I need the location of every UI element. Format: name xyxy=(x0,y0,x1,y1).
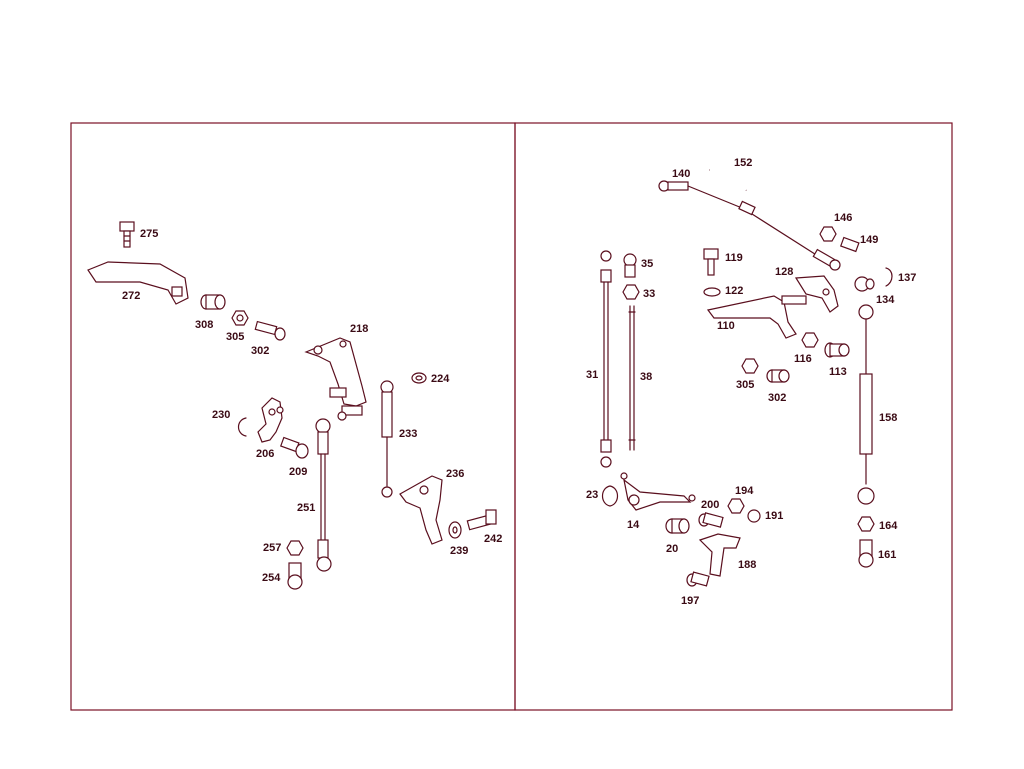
part-rod-38 xyxy=(628,305,636,451)
part-bushing-134 xyxy=(854,276,875,292)
part-bushing-20 xyxy=(665,518,690,534)
label-20: 20 xyxy=(666,543,678,555)
part-rod-251 xyxy=(315,418,332,572)
label-191: 191 xyxy=(765,510,783,522)
part-washer-122 xyxy=(703,287,721,297)
right-panel-labels: 152 140 146 149 35 119 128 137 33 122 13… xyxy=(586,157,916,607)
label-149: 149 xyxy=(860,234,878,246)
label-188: 188 xyxy=(738,559,756,571)
label-164: 164 xyxy=(879,520,898,532)
part-nut-164 xyxy=(857,516,875,532)
label-302-right: 302 xyxy=(768,392,786,404)
label-197: 197 xyxy=(681,595,699,607)
part-bushing-308 xyxy=(200,294,226,310)
part-socket-254 xyxy=(287,562,303,590)
label-122: 122 xyxy=(725,285,743,297)
label-134: 134 xyxy=(876,294,895,306)
label-23: 23 xyxy=(586,489,598,501)
label-113: 113 xyxy=(829,366,847,378)
label-194: 194 xyxy=(735,485,754,497)
part-nut-305-left xyxy=(231,310,249,326)
part-bracket-272 xyxy=(87,261,189,305)
label-110: 110 xyxy=(717,320,735,332)
label-119: 119 xyxy=(725,252,743,264)
part-bracket-188 xyxy=(698,533,741,577)
part-washer-191 xyxy=(747,509,761,523)
part-ball-35 xyxy=(623,253,637,278)
part-bolt-113 xyxy=(824,342,850,358)
part-lever-206 xyxy=(257,397,284,443)
part-hose-152 xyxy=(709,166,749,193)
left-panel-labels: 275 272 308 305 302 218 224 230 206 209 … xyxy=(122,228,502,584)
part-screw-302-left xyxy=(254,320,286,341)
part-bracket-110 xyxy=(706,295,807,339)
part-clip-224 xyxy=(411,372,427,384)
label-116: 116 xyxy=(794,353,812,365)
part-rod-140 xyxy=(658,180,841,271)
label-161: 161 xyxy=(878,549,896,561)
part-lever-128 xyxy=(794,275,839,313)
part-bolt-275 xyxy=(119,221,135,248)
part-screw-302-right xyxy=(766,369,790,383)
part-lever-14 xyxy=(620,472,696,511)
label-305-right: 305 xyxy=(736,379,754,391)
label-140: 140 xyxy=(672,168,690,180)
label-206: 206 xyxy=(256,448,274,460)
label-224: 224 xyxy=(431,373,450,385)
label-218: 218 xyxy=(350,323,368,335)
label-257: 257 xyxy=(263,542,281,554)
part-clip-23 xyxy=(601,485,619,507)
part-socket-161 xyxy=(858,539,874,568)
part-bolt-242 xyxy=(466,509,497,531)
label-254: 254 xyxy=(262,572,281,584)
label-146: 146 xyxy=(834,212,852,224)
part-clip-230 xyxy=(237,417,247,437)
label-38: 38 xyxy=(640,371,652,383)
part-clip-137 xyxy=(885,267,893,287)
label-33: 33 xyxy=(643,288,655,300)
right-panel-frame xyxy=(514,122,953,711)
label-302: 302 xyxy=(251,345,269,357)
part-nut-146 xyxy=(819,226,837,242)
label-137: 137 xyxy=(898,272,916,284)
label-272: 272 xyxy=(122,290,140,302)
label-305: 305 xyxy=(226,331,244,343)
label-233: 233 xyxy=(399,428,417,440)
label-35: 35 xyxy=(641,258,653,270)
part-washer-239 xyxy=(448,521,462,539)
part-damper-233 xyxy=(380,380,394,498)
label-251: 251 xyxy=(297,502,315,514)
part-bracket-236 xyxy=(399,475,443,545)
part-damper-158 xyxy=(857,304,875,505)
label-239: 239 xyxy=(450,545,468,557)
label-209: 209 xyxy=(289,466,307,478)
part-nut-305-right xyxy=(741,358,759,374)
label-242: 242 xyxy=(484,533,502,545)
left-panel-frame xyxy=(70,122,516,711)
part-nut-116 xyxy=(801,332,819,348)
label-200: 200 xyxy=(701,499,719,511)
label-14: 14 xyxy=(627,519,640,531)
part-bolt-119 xyxy=(703,248,719,276)
part-pin-149 xyxy=(840,236,860,253)
part-bolt-200 xyxy=(698,512,724,528)
label-308: 308 xyxy=(195,319,213,331)
part-bolt-209 xyxy=(280,436,309,459)
label-236: 236 xyxy=(446,468,464,480)
label-128: 128 xyxy=(775,266,793,278)
label-230: 230 xyxy=(212,409,230,421)
part-nut-194 xyxy=(727,498,745,514)
label-31: 31 xyxy=(586,369,598,381)
part-bolt-197 xyxy=(686,571,710,587)
part-rod-31 xyxy=(600,250,612,468)
part-nut-257 xyxy=(286,540,304,556)
label-158: 158 xyxy=(879,412,897,424)
part-lever-218 xyxy=(304,337,367,421)
part-nut-33 xyxy=(622,284,640,300)
label-275: 275 xyxy=(140,228,158,240)
label-152: 152 xyxy=(734,157,752,169)
